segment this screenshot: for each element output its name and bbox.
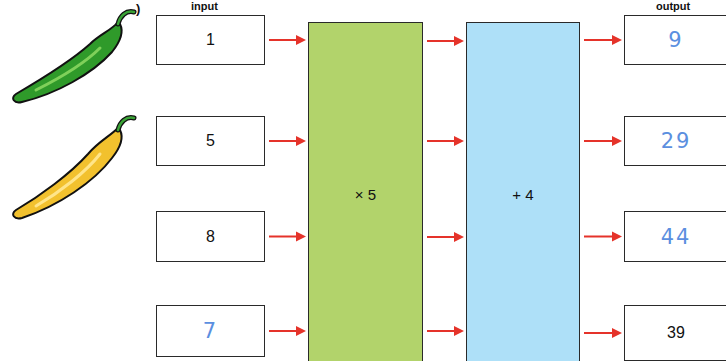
arrow-line [427, 330, 455, 332]
node-text: 29 [661, 129, 692, 153]
column-header: output [656, 0, 690, 12]
node-text: × 5 [355, 186, 376, 203]
multiply-box: × 5 [308, 22, 423, 361]
node-text: 7 [203, 319, 218, 343]
arrow-line [269, 140, 297, 142]
arrow-head [296, 35, 306, 45]
flow-arrow [269, 35, 306, 45]
arrow-line [427, 236, 455, 238]
yellow-pepper [13, 118, 134, 219]
arrow-head [454, 232, 464, 242]
node-text: 44 [661, 225, 692, 249]
flow-arrow [584, 136, 622, 146]
arrow-head [612, 328, 622, 338]
arrow-head [612, 136, 622, 146]
arrow-head [454, 326, 464, 336]
arrow-head [612, 232, 622, 242]
flow-arrow [427, 232, 464, 242]
arrow-head [296, 326, 306, 336]
arrow-line [269, 330, 297, 332]
input-box: 8 [156, 211, 265, 262]
node-text: 1 [206, 31, 215, 49]
arrow-line [269, 39, 297, 41]
flow-arrow [584, 328, 622, 338]
arrow-line [584, 332, 613, 334]
flow-arrow [427, 136, 464, 146]
arrow-line [584, 236, 613, 238]
node-text: 9 [668, 28, 683, 52]
flow-arrow [584, 232, 622, 242]
arrow-line [584, 39, 613, 41]
arrow-line [427, 40, 455, 42]
flow-arrow [269, 232, 306, 242]
arrow-head [612, 35, 622, 45]
node-text: + 4 [512, 186, 533, 203]
node-text: 39 [667, 324, 685, 342]
flow-arrow [584, 35, 622, 45]
node-text: 8 [206, 228, 215, 246]
arrow-head [296, 136, 306, 146]
flow-arrow [269, 326, 306, 336]
flow-arrow [427, 36, 464, 46]
output-box: 44 [624, 211, 726, 262]
node-text: 5 [206, 132, 215, 150]
input-box: 5 [156, 116, 265, 166]
output-box: 29 [624, 116, 726, 166]
arrow-line [427, 140, 455, 142]
input-box: 1 [156, 15, 265, 65]
output-box: 9 [624, 15, 726, 65]
question-number: ) [136, 1, 140, 16]
flow-arrow [427, 326, 464, 336]
arrow-head [454, 136, 464, 146]
flow-arrow [269, 136, 306, 146]
column-header: input [191, 0, 218, 12]
output-box: 39 [624, 305, 726, 361]
arrow-line [584, 140, 613, 142]
arrow-line [269, 236, 297, 238]
input-box: 7 [156, 305, 265, 357]
add-box: + 4 [466, 22, 580, 361]
arrow-head [454, 36, 464, 46]
arrow-head [296, 232, 306, 242]
green-pepper [13, 12, 134, 103]
